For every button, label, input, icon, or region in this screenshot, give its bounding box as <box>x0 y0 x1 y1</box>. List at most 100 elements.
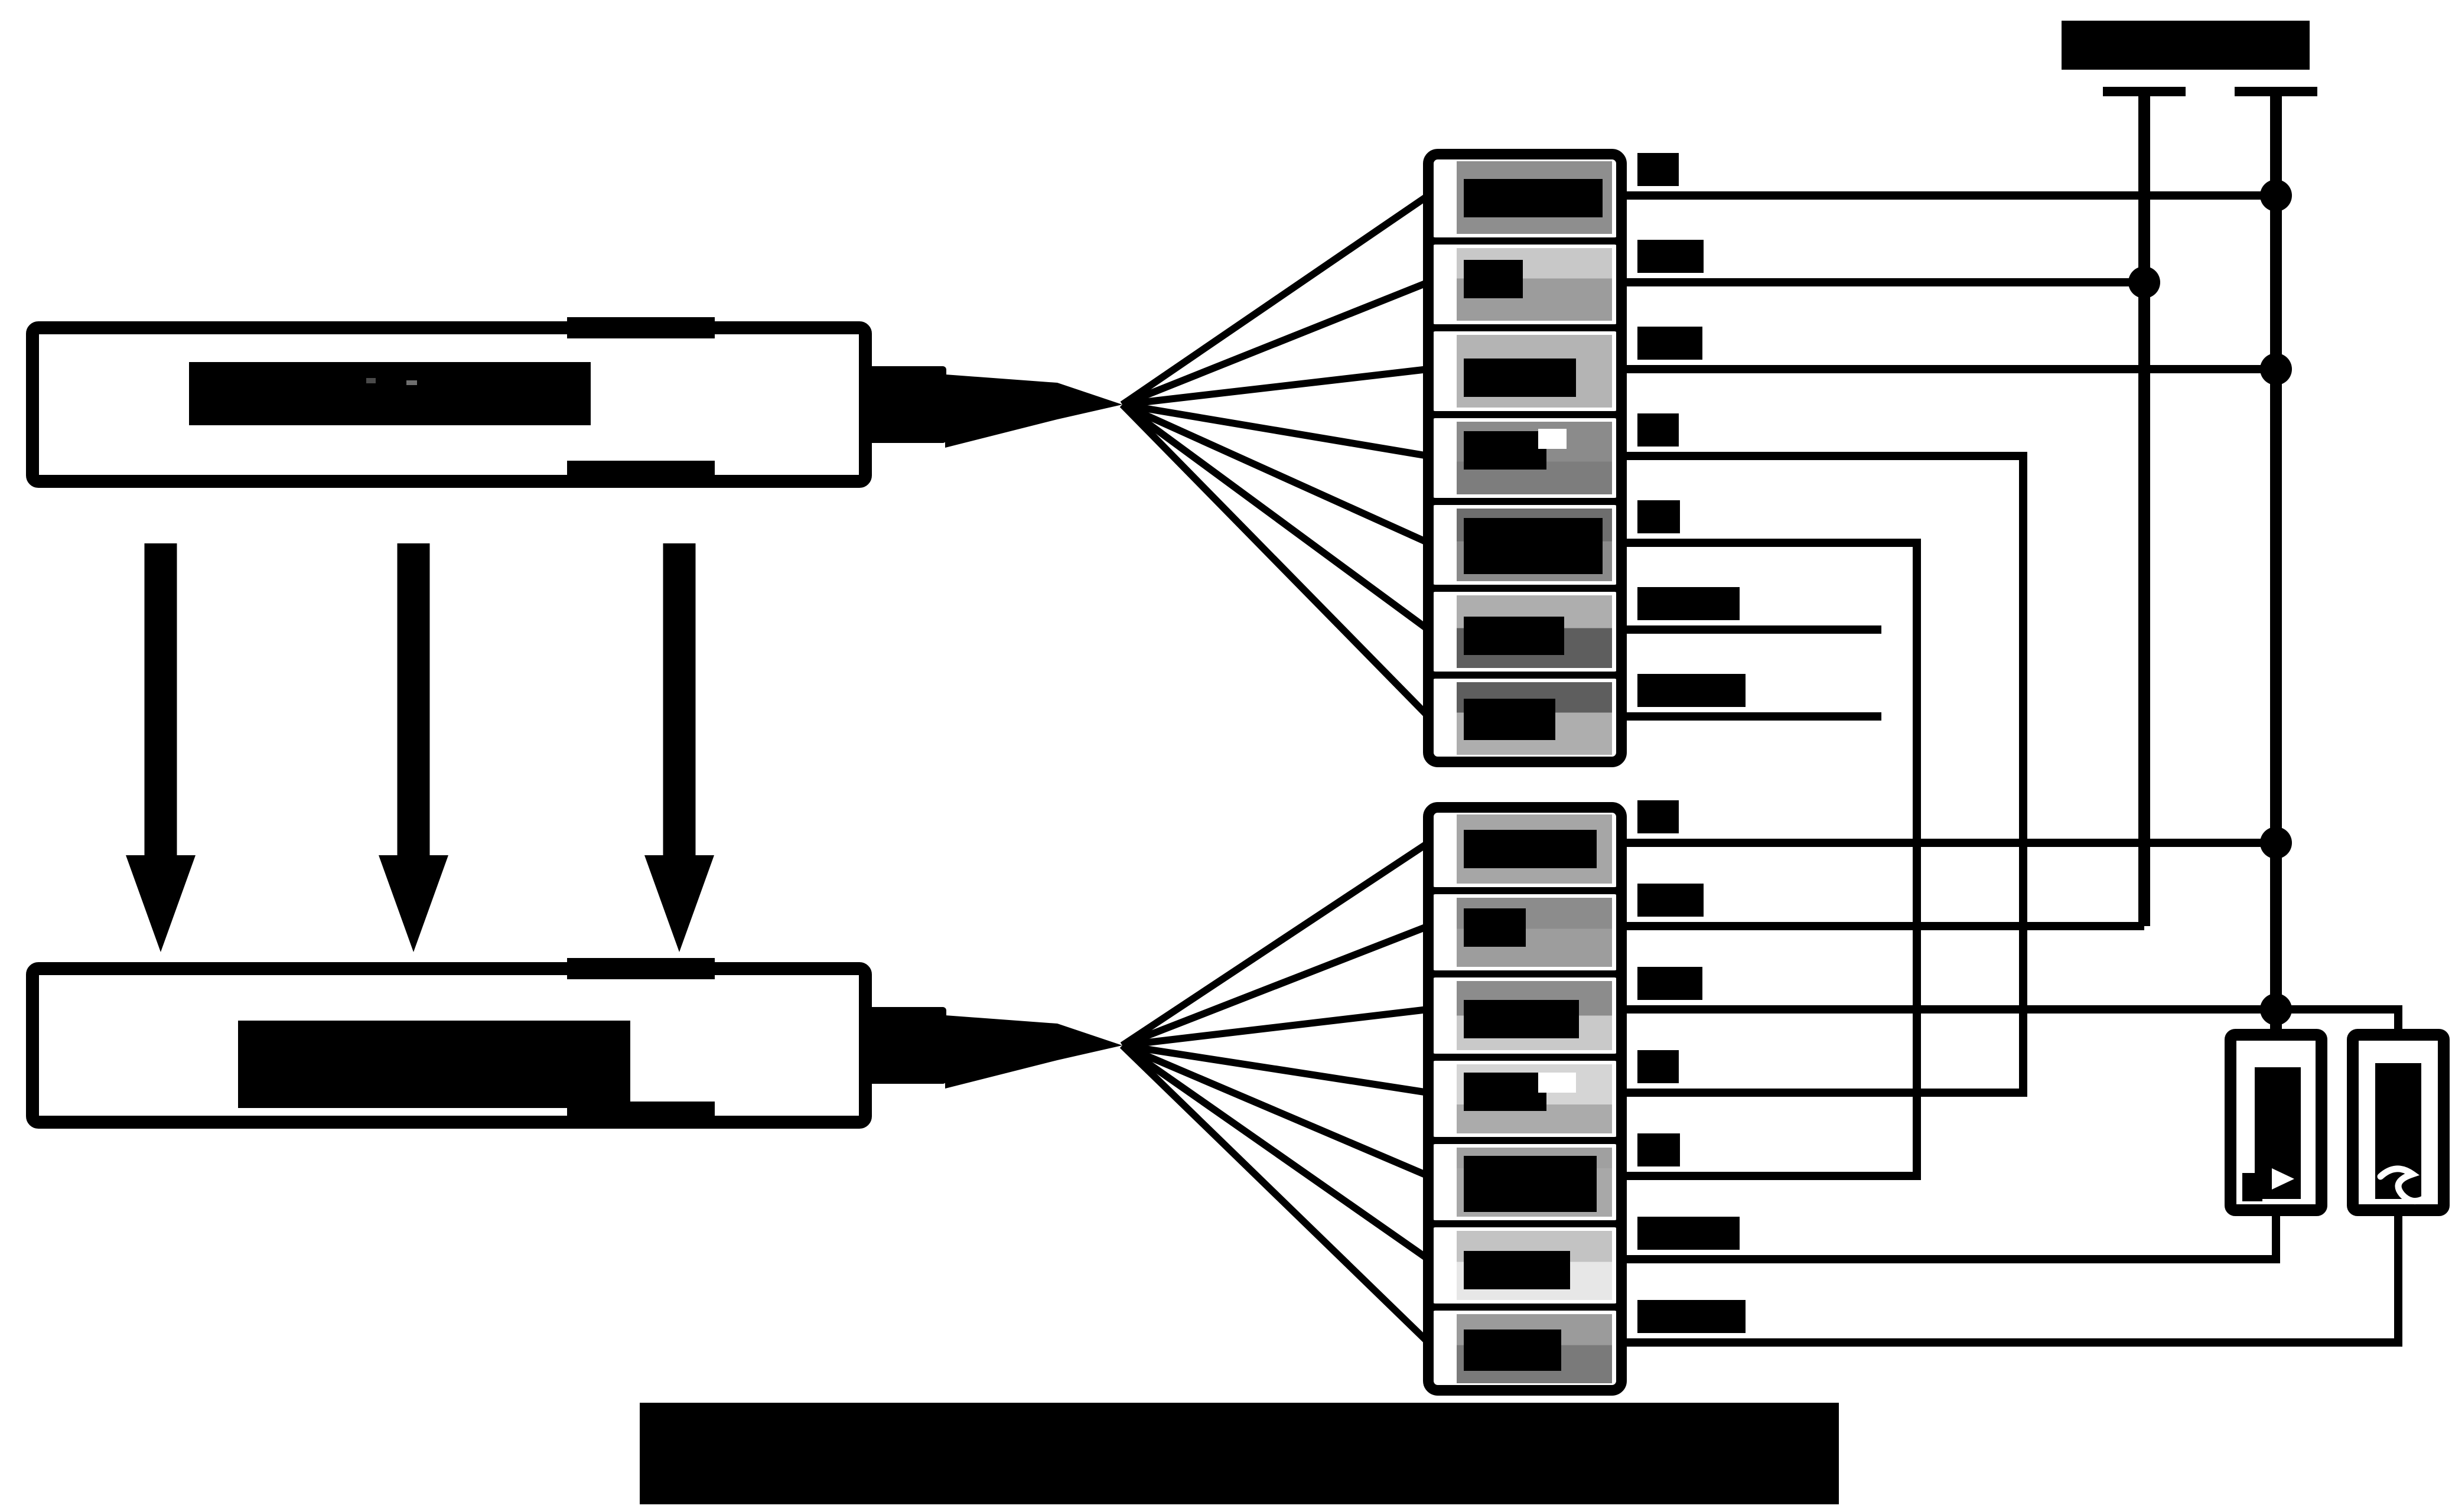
cable-fan-line-1-4 <box>1122 401 1429 460</box>
upper-terminal-block-row-1 <box>1425 151 1625 245</box>
sensor-1-connector-stub <box>864 366 946 443</box>
resistor-2-group <box>2347 1029 2450 1216</box>
sensor-1-label-remnant-2 <box>406 380 417 385</box>
lower-terminal-block-row-1 <box>1425 804 1625 894</box>
lower-terminal-block-row-6 <box>1425 1220 1625 1311</box>
cable-fan-line-2-2 <box>1121 923 1430 1049</box>
wire-name-label-redacted-upper-3 <box>1637 327 1702 360</box>
cable-fan-line-2-5 <box>1121 1042 1430 1179</box>
figure-title-redacted <box>640 1403 1839 1504</box>
cable-fan-line-1-1 <box>1120 193 1431 408</box>
lower-terminal-block-row-4 <box>1425 1054 1625 1144</box>
down-arrow-3-shaft <box>663 543 696 860</box>
cable-fan-line-1-7 <box>1119 402 1431 719</box>
lower-terminal-block-row-2-label-redacted <box>1464 908 1526 947</box>
lower-terminal-block-row-2 <box>1425 887 1625 977</box>
down-arrow-3 <box>644 543 714 952</box>
upper-terminal-block-row-3 <box>1425 324 1625 418</box>
sensor-2-border-mark-1 <box>567 958 715 979</box>
upper-terminal-block-row-7-label-redacted <box>1464 699 1555 740</box>
lower-terminal-block-row-6-label-redacted <box>1464 1251 1570 1289</box>
lower-terminal-block-row-5-label-redacted <box>1464 1156 1597 1212</box>
upper-terminal-block-row-4 <box>1425 411 1625 505</box>
upper-terminal-block-row-1-label-redacted <box>1464 179 1603 217</box>
wire-name-label-redacted-upper-5 <box>1637 500 1680 533</box>
lower-terminal-block <box>1423 802 1627 1396</box>
sensor-2-label-redacted <box>238 1021 630 1108</box>
sensor-1-label-redacted <box>189 362 591 425</box>
wire-name-label-redacted-lower-4 <box>1637 1050 1679 1083</box>
wire-upper-row-4-to-lower-row-4 <box>1621 452 2027 1097</box>
sensor-2-cable <box>945 1015 1122 1089</box>
lower-terminal-block-row-7 <box>1425 1304 1625 1394</box>
sensor-2-group <box>26 958 1122 1129</box>
down-arrow-3-head <box>644 855 714 952</box>
wire-name-label-redacted-lower-1 <box>1637 800 1679 833</box>
wire-name-label-redacted-lower-3 <box>1637 967 1702 1000</box>
lower-terminal-block-row-1-label-redacted <box>1464 830 1597 868</box>
lower-terminal-block-outline <box>1423 802 1627 1396</box>
sensor-1-cable <box>945 374 1122 448</box>
upper-terminal-block-row-4-label-redacted <box>1464 431 1546 470</box>
down-arrow-1 <box>126 543 196 952</box>
wire-name-label-redacted-upper-7 <box>1637 674 1746 707</box>
sensor-1-border-mark-2 <box>567 461 715 482</box>
cable-fan-line-1-6 <box>1120 402 1431 633</box>
upper-terminal-block-row-6 <box>1425 585 1625 679</box>
cable-fan-line-2-4 <box>1122 1042 1429 1096</box>
down-arrow-1-head <box>126 855 196 952</box>
cable-fan-line-2-6 <box>1120 1042 1431 1262</box>
cable-fan-line-1-2 <box>1121 279 1430 408</box>
lower-terminal-block-row-3 <box>1425 970 1625 1061</box>
upper-terminal-block-row-5 <box>1425 498 1625 592</box>
junction-dot-5 <box>2260 993 2292 1025</box>
junction-dot-4 <box>2260 827 2292 859</box>
lower-terminal-block-row-4-label-notch <box>1538 1073 1576 1093</box>
lower-terminal-block-row-7-label-redacted <box>1464 1329 1561 1371</box>
junction-dot-2 <box>2128 266 2160 298</box>
wire-name-label-redacted-lower-6 <box>1637 1217 1740 1250</box>
lower-terminal-block-row-5 <box>1425 1137 1625 1227</box>
lower-terminal-block-row-4-label-redacted <box>1464 1073 1546 1111</box>
cable-fan-line-2-7 <box>1119 1042 1431 1345</box>
sensor-1-label-remnant-1 <box>366 378 376 383</box>
sensor-1-group <box>26 317 1122 488</box>
upper-terminal-block-row-2-label-redacted <box>1464 260 1523 298</box>
upper-terminal-block-row-5-label-redacted <box>1464 518 1603 574</box>
cable-fan-line-1-5 <box>1121 401 1430 546</box>
wire-upper-row-5-to-lower-row-5 <box>1621 539 1921 1180</box>
cable-fan-line-2-1 <box>1120 839 1431 1049</box>
upper-terminal-block-row-2 <box>1425 237 1625 331</box>
wire-name-label-redacted-lower-7 <box>1637 1300 1746 1333</box>
resistor-2-remnant-1 <box>2377 1165 2427 1205</box>
sensor-1-border-mark-1 <box>567 317 715 338</box>
upper-terminal-block-outline <box>1423 149 1627 767</box>
wire-lower-row-6-to-resistor-1 <box>1621 1210 2280 1263</box>
down-arrow-1-shaft <box>144 543 177 860</box>
wire-lower-row-3-to-resistor-2 <box>1621 1005 2402 1035</box>
resistor-1-remnant-2 <box>2272 1168 2294 1190</box>
down-arrow-2-shaft <box>397 543 430 860</box>
wire-name-label-redacted-upper-1 <box>1637 153 1679 186</box>
wire-name-label-redacted-lower-2 <box>1637 884 1704 917</box>
wire-name-label-redacted-upper-4 <box>1637 413 1679 447</box>
power-bar-label-redacted <box>2062 21 2310 70</box>
wire-lower-row-7-to-resistor-2 <box>1621 1210 2402 1347</box>
upper-terminal-block-row-3-label-redacted <box>1464 359 1576 397</box>
wire-name-label-redacted-lower-5 <box>1637 1133 1680 1166</box>
resistor-1-remnant-1 <box>2242 1173 2262 1201</box>
junction-dot-1 <box>2260 180 2292 211</box>
upper-terminal-block-row-4-label-notch <box>1538 429 1567 449</box>
cable-fan-line-1-3 <box>1122 366 1429 408</box>
wire-name-label-redacted-upper-2 <box>1637 240 1704 273</box>
upper-terminal-block-row-7 <box>1425 672 1625 765</box>
down-arrow-2-head <box>379 855 448 952</box>
upper-terminal-block-row-6-label-redacted <box>1464 617 1564 655</box>
upper-terminal-block <box>1423 149 1627 767</box>
lower-terminal-block-row-3-label-redacted <box>1464 1000 1579 1038</box>
resistor-1-group <box>2225 1029 2327 1216</box>
junction-dot-3 <box>2260 353 2292 385</box>
